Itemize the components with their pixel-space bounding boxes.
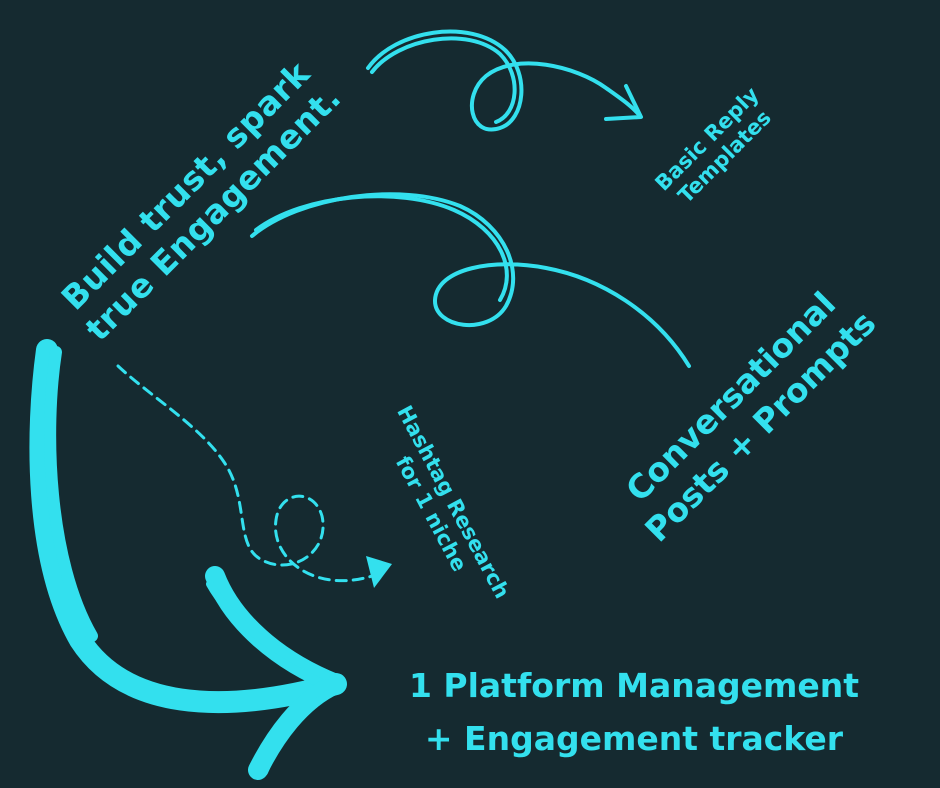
arrow-to-conversational	[250, 192, 691, 368]
brush-arrow-to-platform	[29, 339, 347, 780]
node-platform-line-1: 1 Platform Management	[408, 666, 860, 706]
node-platform-management: 1 Platform Management + Engagement track…	[409, 660, 859, 766]
arrow-to-reply-templates	[366, 29, 643, 132]
dashed-arrow-head	[366, 556, 392, 588]
dashed-arrow-to-hashtag	[116, 364, 380, 583]
node-platform-line-2: + Engagement tracker	[424, 719, 844, 758]
